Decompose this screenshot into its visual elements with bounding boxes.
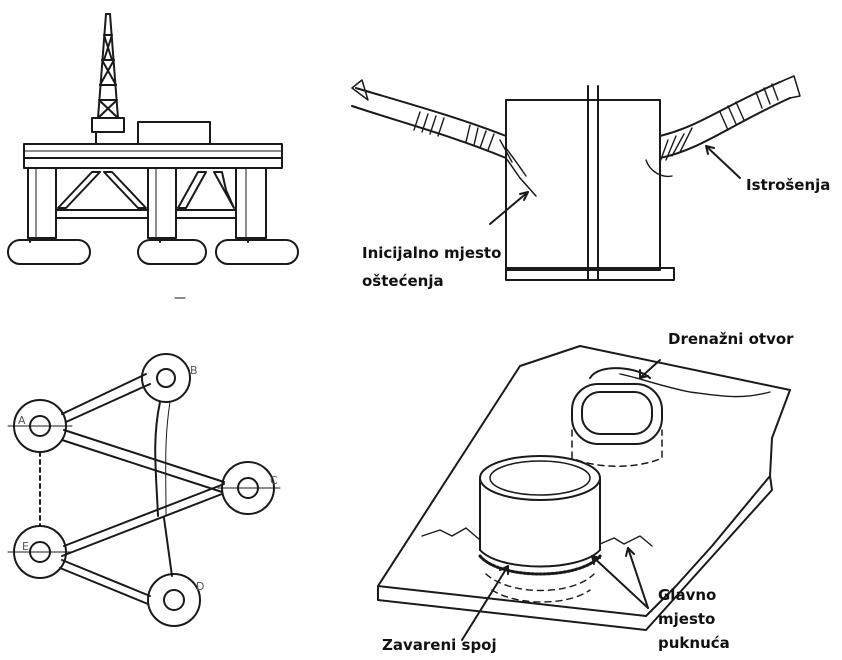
label-initial-damage-line1: Inicijalno mjesto — [362, 244, 502, 262]
label-main-crack-line3: puknuća — [658, 634, 730, 652]
plan-node — [147, 573, 201, 627]
plan-view — [7, 353, 281, 627]
plan-letter-e: E — [22, 540, 29, 553]
crack-lines — [421, 373, 771, 547]
columns — [27, 167, 267, 239]
plan-node — [141, 353, 191, 403]
label-main-crack-line2: mjesto — [658, 610, 716, 628]
label-weld-joint: Zavareni spoj — [382, 636, 497, 654]
plan-letter-a: A — [18, 414, 26, 427]
plan-letter-c: C — [270, 474, 278, 487]
initial-damage-arrow — [489, 191, 529, 225]
platform-elevation — [7, 13, 299, 299]
label-wear: Istrošenja — [746, 176, 831, 194]
tubular-stub — [478, 455, 602, 603]
crack-arrow-left — [591, 555, 649, 609]
plan-node — [7, 525, 73, 579]
label-drain-hole: Drenažni otvor — [668, 330, 794, 348]
drain-arrow — [639, 359, 661, 379]
wear-hatching — [413, 83, 779, 178]
weld-arrow — [461, 565, 509, 641]
derrick — [91, 13, 125, 133]
plan-letter-b: B — [190, 364, 198, 377]
plan-letter-d: D — [196, 580, 205, 593]
plan-node — [217, 461, 281, 515]
pontoons — [7, 237, 299, 265]
crack-arrow-right — [627, 547, 649, 609]
label-main-crack-line1: Glavno — [658, 586, 717, 604]
plate-weld-detail — [377, 345, 791, 641]
column-body — [505, 99, 661, 271]
label-initial-damage-line2: oštećenja — [362, 272, 444, 290]
chain-wear-detail — [351, 75, 801, 281]
base-plate — [377, 345, 791, 617]
deck-house — [137, 121, 211, 145]
wear-arrow — [705, 145, 741, 179]
drain-hole — [571, 367, 663, 467]
